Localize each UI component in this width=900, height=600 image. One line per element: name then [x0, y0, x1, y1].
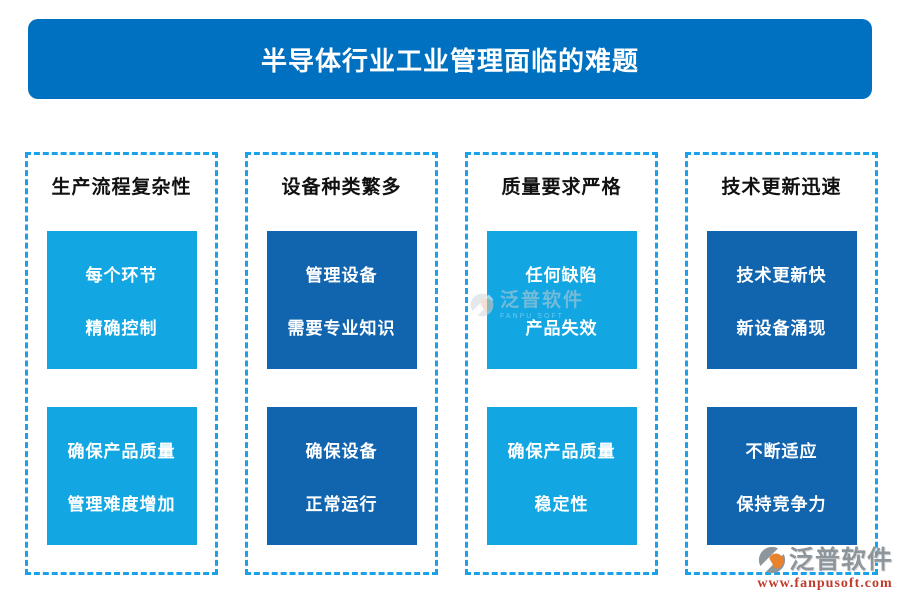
- info-box-top: 管理设备 需要专业知识: [266, 231, 417, 369]
- box-line: 确保产品质量: [507, 442, 616, 461]
- box-line: 管理设备: [305, 266, 378, 285]
- info-box-bottom: 确保产品质量 管理难度增加: [46, 407, 197, 545]
- title-banner: 半导体行业工业管理面临的难题: [28, 19, 872, 99]
- box-line: 需要专业知识: [287, 319, 396, 338]
- fanpu-logo-icon: [758, 546, 786, 574]
- column-quality-requirements: 质量要求严格 任何缺陷 产品失效 确保产品质量 稳定性: [465, 152, 658, 575]
- footer-url: www.fanpusoft.com: [757, 576, 893, 591]
- box-line: 技术更新快: [736, 266, 827, 285]
- info-box-bottom: 不断适应 保持竞争力: [706, 407, 857, 545]
- box-line: 管理难度增加: [67, 495, 176, 514]
- footer-brand: 泛普软件: [788, 546, 893, 574]
- column-heading: 技术更新迅速: [721, 177, 842, 198]
- box-line: 不断适应: [745, 442, 818, 461]
- box-line: 产品失效: [525, 319, 598, 338]
- box-line: 正常运行: [305, 495, 378, 514]
- box-line: 确保设备: [305, 442, 378, 461]
- column-heading: 生产流程复杂性: [51, 177, 192, 198]
- columns-row: 生产流程复杂性 每个环节 精确控制 确保产品质量 管理难度增加 设备种类繁多 管…: [25, 152, 878, 575]
- box-line: 新设备涌现: [736, 319, 827, 338]
- box-line: 精确控制: [85, 319, 158, 338]
- page-title: 半导体行业工业管理面临的难题: [260, 45, 639, 76]
- column-equipment-variety: 设备种类繁多 管理设备 需要专业知识 确保设备 正常运行: [245, 152, 438, 575]
- column-rapid-tech-updates: 技术更新迅速 技术更新快 新设备涌现 不断适应 保持竞争力: [685, 152, 878, 575]
- box-line: 稳定性: [534, 495, 589, 514]
- footer-brand-row: 泛普软件: [757, 545, 893, 575]
- box-line: 任何缺陷: [525, 266, 598, 285]
- column-heading: 设备种类繁多: [281, 177, 402, 198]
- box-line: 保持竞争力: [736, 495, 827, 514]
- box-line: 确保产品质量: [67, 442, 176, 461]
- column-production-process-complexity: 生产流程复杂性 每个环节 精确控制 确保产品质量 管理难度增加: [25, 152, 218, 575]
- box-line: 每个环节: [85, 266, 158, 285]
- info-box-bottom: 确保设备 正常运行: [266, 407, 417, 545]
- info-box-top: 每个环节 精确控制: [46, 231, 197, 369]
- info-box-top: 技术更新快 新设备涌现: [706, 231, 857, 369]
- footer-watermark: 泛普软件 www.fanpusoft.com: [752, 545, 898, 592]
- info-box-bottom: 确保产品质量 稳定性: [486, 407, 637, 545]
- column-heading: 质量要求严格: [501, 177, 622, 198]
- info-box-top: 任何缺陷 产品失效: [486, 231, 637, 369]
